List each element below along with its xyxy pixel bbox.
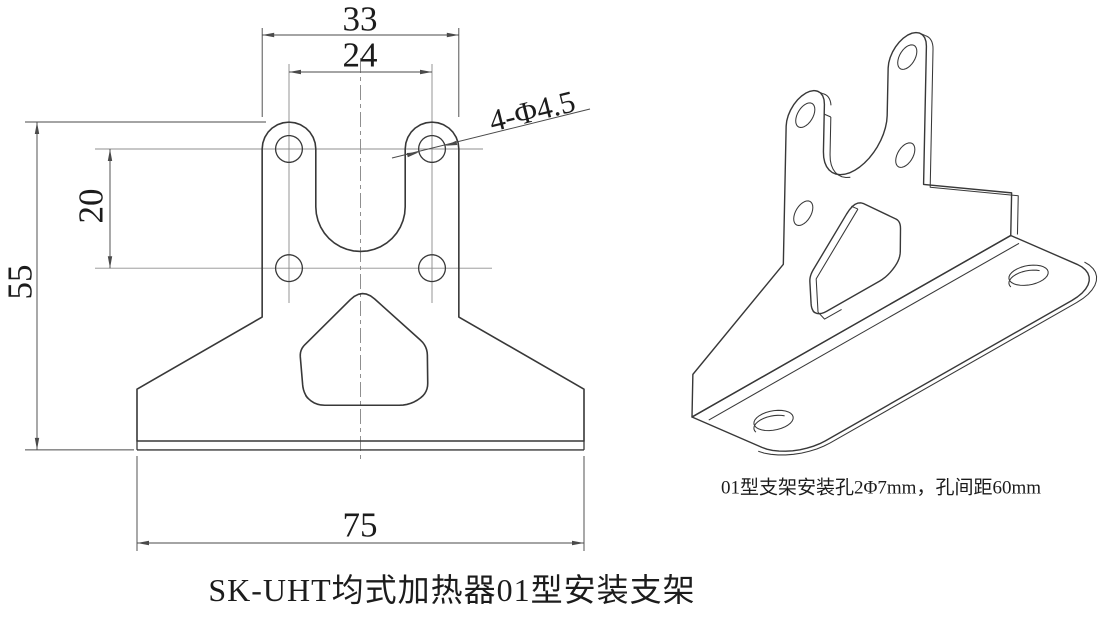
iso-hole [795, 102, 816, 128]
mounting-hole [417, 134, 447, 163]
arrowhead [107, 256, 113, 269]
thickness-seam-base [758, 261, 1098, 456]
mounting-hole [417, 254, 447, 283]
dim-base-width: 75 [342, 505, 378, 545]
iso-view [691, 31, 1098, 456]
dim-height: 55 [0, 264, 40, 300]
dim-hole-pitch-v: 20 [71, 188, 111, 224]
dim-top-width: 33 [342, 0, 378, 39]
iso-base-slot [753, 409, 794, 432]
front-view [25, 28, 591, 551]
drawing-title: SK-UHT均式加热器01型安装支架 [208, 572, 696, 608]
arrowhead [34, 437, 40, 450]
arrowhead [107, 149, 113, 161]
edge-tick [851, 205, 859, 210]
fold-line [708, 242, 1020, 421]
iso-hole [895, 142, 916, 168]
leader-arrowhead [445, 140, 458, 146]
leader-arrowhead [406, 152, 419, 158]
edge-tick [918, 32, 926, 37]
iso-base-slot-thickness [753, 414, 785, 433]
arrowhead [289, 69, 301, 75]
thickness-seam-left-tab [821, 93, 832, 106]
thickness-seam-cutout [815, 208, 859, 320]
iso-cutout [809, 202, 902, 315]
edge-tick [815, 90, 823, 94]
arrowhead [262, 32, 275, 38]
mounting-hole [274, 134, 304, 163]
iso-plate-outline [691, 31, 1013, 418]
arrowhead [34, 122, 40, 134]
iso-view-caption: 01型支架安装孔2Φ7mm，孔间距60mm [720, 477, 1042, 499]
iso-hole [897, 44, 918, 70]
center-cutout [299, 292, 429, 407]
edge-tick [823, 113, 832, 118]
iso-base-slot-thickness [1008, 269, 1040, 288]
iso-base-slot [1008, 264, 1049, 286]
thickness-seam-right [925, 35, 1019, 235]
arrowhead [572, 540, 584, 546]
arrowhead [420, 69, 432, 75]
arrowhead [137, 540, 149, 546]
dim-hole-pitch-h: 24 [342, 35, 378, 75]
part-outline [136, 121, 585, 442]
arrowhead [446, 32, 459, 38]
leader-line [391, 108, 591, 159]
iso-hole [793, 200, 814, 226]
mounting-hole [274, 254, 304, 283]
iso-base-outline [691, 234, 1090, 452]
thickness-seam-notch [829, 116, 851, 179]
